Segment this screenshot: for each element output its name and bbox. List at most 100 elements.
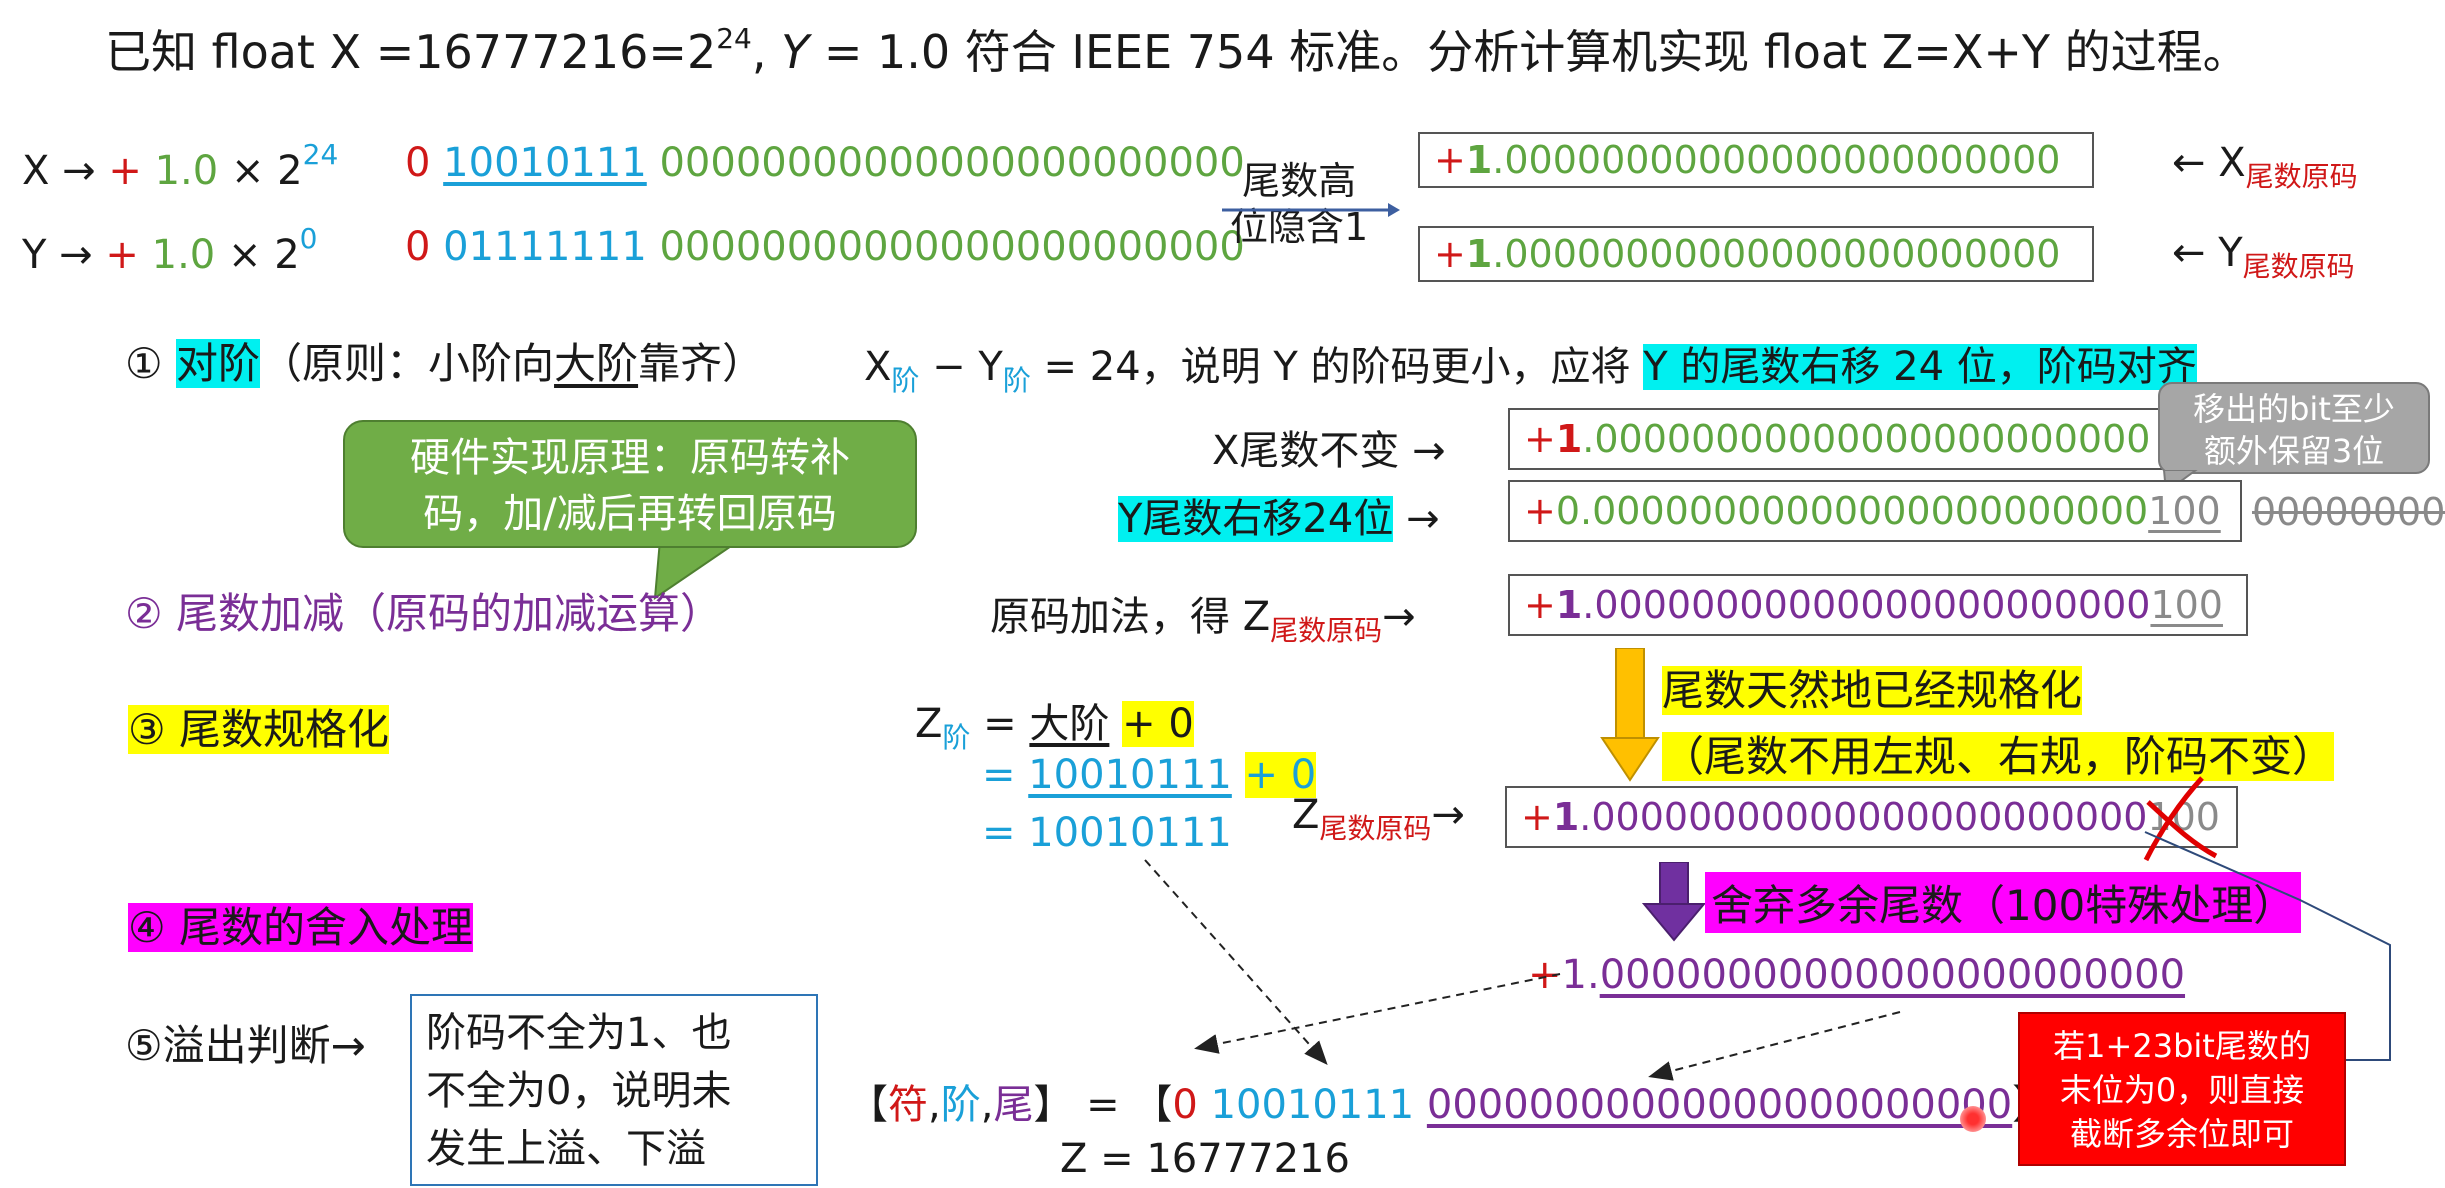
step3-num: ③ [128, 705, 166, 754]
step2-text: 尾数加减（原码的加减运算） [176, 589, 723, 638]
y-value: 1.0 [151, 232, 216, 278]
zm-frac: .00000000000000000000000 [1579, 795, 2148, 839]
y-binary: 0 01111111 00000000000000000000000 [405, 224, 1245, 270]
hidden-bit-note: 尾数高 位隐含1 [1230, 158, 1368, 250]
x-value: 1.0 [154, 148, 219, 194]
y-exp: 0 [299, 222, 318, 255]
ar-lead: 1 [1555, 583, 1583, 627]
x-base: 2 [277, 148, 303, 194]
title-part1: 已知 float X =16777216=2 [105, 25, 717, 79]
x-sign-bit: 0 [405, 140, 431, 186]
keep-bits-callout: 移出的bit至少 额外保留3位 [2158, 382, 2430, 474]
z-exp-plus0b: + 0 [1244, 752, 1317, 798]
ys-frac: .00000000000000000000000 [1580, 489, 2149, 533]
xu-sign: + [1524, 417, 1556, 461]
y-shift-label: Y尾数右移24位 → [1118, 486, 1440, 544]
zm-sign: + [1521, 795, 1553, 839]
res-wei: 尾 [993, 1082, 1034, 1128]
z-exp-big: 大阶 [1029, 701, 1110, 747]
step3-text: 尾数规格化 [179, 705, 390, 754]
xu-frac: .00000000000000000000000 [1582, 417, 2151, 461]
z-exp-eq1: = [970, 701, 1030, 747]
x-original-label: ← X尾数原码 [2172, 140, 2358, 195]
z-mant-label: Z尾数原码→ [1292, 792, 1465, 847]
page-title: 已知 float X =16777216=224, Y = 1.0 符合 IEE… [105, 16, 2249, 82]
res-sign: 0 [1172, 1082, 1198, 1128]
x-unchanged-box: +1.00000000000000000000000 [1508, 408, 2188, 470]
y-original-label: ← Y尾数原码 [2172, 230, 2355, 285]
y-orig-label-text: ← Y [2172, 230, 2243, 276]
step1-p1: （原则：小阶向 [260, 339, 555, 388]
y-orig-label-sub: 尾数原码 [2242, 250, 2355, 283]
x-exp: 24 [302, 138, 339, 171]
ys-lead: 0 [1555, 489, 1581, 533]
xu-lead: 1 [1555, 417, 1583, 461]
res-mant: 00000000000000000000000 [1426, 1082, 2013, 1128]
x-original-mantissa-box: +1.00000000000000000000000 [1418, 132, 2094, 188]
step3-text-wrap: ③ 尾数规格化 [128, 705, 390, 754]
title-part3: = 1.0 符合 IEEE 754 标准。分析计算机实现 float Z=X+Y… [809, 25, 2249, 79]
step1-line: ① 对阶（原则：小阶向大阶靠齐） [125, 330, 764, 391]
hw-callout-tail [653, 540, 742, 600]
step4-line: ④ 尾数的舍入处理 [128, 894, 474, 955]
z-exp-plus0: + 0 [1122, 701, 1194, 747]
step3-line: ③ 尾数规格化 [128, 696, 390, 757]
x-exponent-bits: 10010111 [443, 140, 647, 186]
step1-num: ① [125, 339, 163, 388]
y-shift-dropped-bits: 00000000 [2252, 490, 2445, 534]
x-orig-label-sub: 尾数原码 [2245, 160, 2358, 193]
step1-name: 对阶 [176, 339, 261, 388]
res-fu: 符 [888, 1082, 928, 1128]
y-box-lead: 1 [1465, 232, 1493, 276]
normalize-down-arrow [1600, 648, 1660, 782]
normalized-line2: （尾数不用左规、右规，阶码不变） [1662, 732, 2335, 781]
add-label-arrow: → [1382, 594, 1416, 640]
overflow-line3: 发生上溢、下溢 [426, 1126, 706, 1172]
x-unchanged-label: X尾数不变 → [1212, 428, 1446, 474]
z-exp-z: Z [915, 701, 943, 747]
res-jie: 阶 [940, 1082, 981, 1128]
hw-callout: 硬件实现原理：原码转补 码，加/减后再转回原码 [343, 420, 917, 548]
discard-down-arrow [1642, 862, 1706, 942]
normalized-note: 尾数天然地已经规格化 （尾数不用左规、右规，阶码不变） [1662, 658, 2335, 790]
ar-frac: .00000000000000000000000 [1582, 583, 2151, 627]
zm-lead: 1 [1552, 795, 1580, 839]
title-part2: , [751, 25, 767, 79]
step4-text-wrap: ④ 尾数的舍入处理 [128, 903, 474, 952]
y-original-mantissa-box: +1.00000000000000000000000 [1418, 226, 2094, 282]
discard-p2: 特殊处理） [2085, 881, 2296, 930]
ar-guard: 100 [2150, 583, 2223, 627]
step1-y-sub: 阶 [1002, 364, 1031, 397]
x-box-frac: .00000000000000000000000 [1492, 138, 2061, 182]
z-value: Z = 16777216 [1060, 1136, 1350, 1182]
x-label: X → [22, 148, 96, 194]
keep-bits-line2: 额外保留3位 [2203, 432, 2385, 470]
x-box-lead: 1 [1465, 138, 1493, 182]
round-note: 若1+23bit尾数的 末位为0，则直接 截断多余位即可 [2018, 1012, 2346, 1166]
x-expression: X → + 1.0 × 224 [22, 138, 338, 194]
title-exp: 24 [716, 22, 752, 55]
add-result-label: 原码加法，得 Z尾数原码→ [990, 584, 1416, 649]
ys-guard: 100 [2148, 489, 2221, 533]
y-times: × [227, 232, 262, 278]
discard-mid: 100 [2005, 881, 2086, 930]
add-label-sub: 尾数原码 [1270, 614, 1383, 647]
res-open: 【 [848, 1082, 888, 1128]
step5-num: ⑤ [125, 1021, 163, 1070]
z-exp-sub: 阶 [942, 721, 971, 754]
round-line2: 末位为0，则直接 [2059, 1071, 2305, 1109]
res-exp: 10010111 [1210, 1082, 1415, 1128]
overflow-box: 阶码不全为1、也 不全为0，说明未 发生上溢、下溢 [410, 994, 818, 1186]
step1-eq: = 24，说明 Y 的阶码更小，应将 [1030, 344, 1631, 390]
discard-note: 舍弃多余尾数（100特殊处理） [1705, 872, 2302, 933]
step1-highlight: Y 的尾数右移 24 位，阶码对齐 [1643, 344, 2197, 390]
cross-out-mark [2143, 776, 2218, 862]
res-c2: , [980, 1082, 994, 1128]
y-label: Y → [22, 232, 93, 278]
step4-text: 尾数的舍入处理 [179, 903, 474, 952]
x-mantissa-bits: 00000000000000000000000 [659, 140, 1245, 186]
round-line3: 截断多余位即可 [2069, 1115, 2294, 1153]
y-sign: + [105, 232, 139, 278]
result-line: 【符,阶,尾】 = 【0 10010111 000000000000000000… [848, 1072, 2052, 1130]
